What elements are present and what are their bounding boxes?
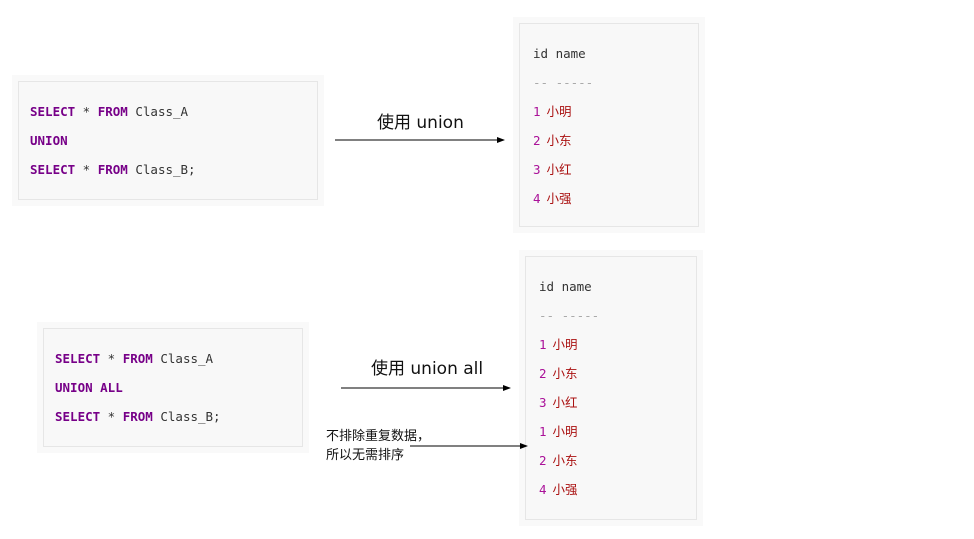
row-id: 4	[533, 191, 541, 206]
row-id: 3	[539, 395, 547, 410]
keyword-select: SELECT	[55, 351, 101, 366]
table-name: Class_B;	[127, 162, 196, 177]
keyword-from: FROM	[122, 409, 153, 424]
query-line-2: UNION	[30, 133, 68, 149]
row-id: 2	[533, 133, 541, 148]
row-id: 1	[533, 104, 541, 119]
result-header: id name	[533, 46, 586, 61]
keyword-union: UNION	[30, 133, 68, 148]
row-id: 4	[539, 482, 547, 497]
table-name: Class_B;	[152, 409, 221, 424]
union-arrow-label: 使用 union	[377, 113, 464, 133]
result-row: 3 小红	[539, 395, 578, 411]
row-name: 小明	[552, 337, 578, 352]
union-all-query-box: SELECT * FROM Class_A UNION ALL SELECT *…	[43, 328, 303, 447]
no-dedup-note-line-2: 所以无需排序	[326, 448, 405, 463]
row-id: 2	[539, 453, 547, 468]
row-name: 小明	[552, 424, 578, 439]
result-separator: -- -----	[539, 308, 600, 323]
row-id: 3	[533, 162, 541, 177]
keyword-select: SELECT	[30, 162, 76, 177]
union-query-box: SELECT * FROM Class_A UNION SELECT * FRO…	[18, 81, 318, 200]
row-id: 2	[539, 366, 547, 381]
keyword-select: SELECT	[30, 104, 76, 119]
result-row: 1 小明	[539, 337, 578, 353]
keyword-from: FROM	[97, 104, 128, 119]
result-row: 4 小强	[539, 482, 578, 498]
result-row: 2 小东	[533, 133, 572, 149]
result-row: 1 小明	[533, 104, 572, 120]
keyword-union-all: UNION ALL	[55, 380, 123, 395]
query-line-3: SELECT * FROM Class_B;	[55, 409, 221, 425]
keyword-from: FROM	[97, 162, 128, 177]
row-name: 小东	[546, 133, 572, 148]
operator-star: *	[75, 104, 98, 119]
query-line-1: SELECT * FROM Class_A	[30, 104, 188, 120]
row-id: 1	[539, 424, 547, 439]
union-result-box: id name -- ----- 1 小明 2 小东 3 小红 4 小强	[519, 23, 699, 227]
result-row: 2 小东	[539, 453, 578, 469]
no-dedup-note-line-1: 不排除重复数据，	[326, 429, 431, 444]
row-name: 小明	[546, 104, 572, 119]
operator-star: *	[100, 351, 123, 366]
result-row: 3 小红	[533, 162, 572, 178]
row-name: 小强	[546, 191, 572, 206]
keyword-select: SELECT	[55, 409, 101, 424]
table-name: Class_A	[152, 351, 214, 366]
result-header: id name	[539, 279, 592, 294]
result-separator: -- -----	[533, 75, 594, 90]
result-row: 4 小强	[533, 191, 572, 207]
result-row: 2 小东	[539, 366, 578, 382]
result-row: 1 小明	[539, 424, 578, 440]
operator-star: *	[100, 409, 123, 424]
keyword-from: FROM	[122, 351, 153, 366]
operator-star: *	[75, 162, 98, 177]
union-all-result-box: id name -- ----- 1 小明 2 小东 3 小红 1 小明 2 小东 4 小强	[525, 256, 697, 520]
query-line-3: SELECT * FROM Class_B;	[30, 162, 196, 178]
row-name: 小强	[552, 482, 578, 497]
table-name: Class_A	[127, 104, 189, 119]
row-name: 小东	[552, 366, 578, 381]
query-line-1: SELECT * FROM Class_A	[55, 351, 213, 367]
query-line-2: UNION ALL	[55, 380, 123, 396]
row-id: 1	[539, 337, 547, 352]
row-name: 小红	[546, 162, 572, 177]
row-name: 小红	[552, 395, 578, 410]
row-name: 小东	[552, 453, 578, 468]
union-all-arrow-label: 使用 union all	[371, 359, 484, 379]
